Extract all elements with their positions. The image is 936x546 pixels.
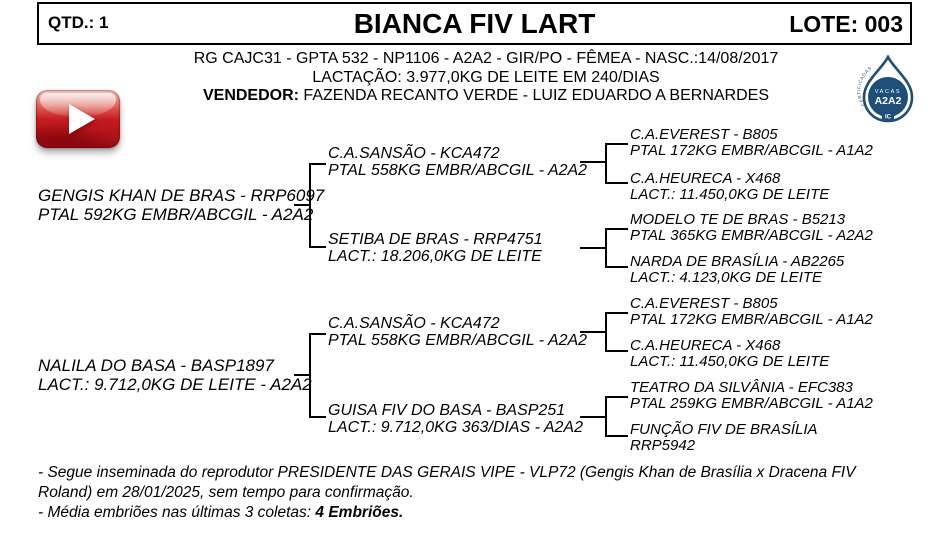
animal-detail: PTAL 558KG EMBR/ABCGIL - A2A2 <box>328 332 588 349</box>
animal-title: BIANCA FIV LART <box>353 8 596 39</box>
animal-name: MODELO TE DE BRAS - B5213 <box>630 211 846 228</box>
badge-ic-text: IC <box>885 115 892 121</box>
animal-name: C.A.SANSÃO - KCA472 <box>328 315 500 332</box>
vendor-label: VENDEDOR: <box>202 87 299 104</box>
animal-detail: LACT.: 9.712,0KG 363/DIAS - A2A2 <box>328 419 583 436</box>
badge-line2: A2A2 <box>875 95 902 107</box>
pedigree-entry-sire-dam: SETIBA DE BRAS - RRP4751 LACT.: 18.206,0… <box>328 231 543 265</box>
animal-detail: LACT.: 11.450,0KG DE LEITE <box>630 185 830 203</box>
animal-name: C.A.HEURECA - X468 <box>630 170 781 187</box>
lot-header-box: QTD.: 1 BIANCA FIV LART LOTE: 003 <box>37 2 912 45</box>
quantity-label: QTD.: 1 <box>48 13 109 32</box>
footer-notes: - Segue inseminada do reprodutor PRESIDE… <box>38 463 896 523</box>
animal-name: C.A.HEURECA - X468 <box>630 337 781 354</box>
animal-name: FUNÇÃO FIV DE BRASÍLIA <box>630 421 818 438</box>
pedigree-entry-g3-5: C.A.EVEREST - B805 PTAL 172KG EMBR/ABCGI… <box>630 296 873 327</box>
pedigree-entry-dam-dam: GUISA FIV DO BASA - BASP251 LACT.: 9.712… <box>328 402 583 436</box>
pedigree-entry-sire-sire: C.A.SANSÃO - KCA472 PTAL 558KG EMBR/ABCG… <box>328 145 587 179</box>
animal-name: NALILA DO BASA - BASP1897 <box>38 356 274 375</box>
lot-number-label: LOTE: 003 <box>789 11 903 37</box>
animal-detail: LACT.: 4.123,0KG DE LEITE <box>630 268 823 286</box>
badge-line1: VACAS <box>875 89 902 95</box>
bracket-sire-dam <box>580 228 628 268</box>
pedigree-entry-g3-3: MODELO TE DE BRAS - B5213 PTAL 365KG EMB… <box>630 212 873 243</box>
embryo-note-prefix: - Média embriões nas últimas 3 coletas: <box>38 504 316 521</box>
embryo-note: - Média embriões nas últimas 3 coletas: … <box>38 503 896 523</box>
animal-detail: LACT.: 11.450,0KG DE LEITE <box>630 352 830 370</box>
animal-name: GENGIS KHAN DE BRAS - RRP6097 <box>38 186 325 205</box>
insemination-note: - Segue inseminada do reprodutor PRESIDE… <box>38 464 856 501</box>
animal-name: NARDA DE BRASÍLIA - AB2265 <box>630 253 845 270</box>
pedigree-entry-g3-4: NARDA DE BRASÍLIA - AB2265 LACT.: 4.123,… <box>630 254 844 285</box>
bracket-sire-sire <box>580 143 628 184</box>
vacas-a2a2-badge-icon: CERTIFICADAS VACAS A2A2 IC <box>856 55 914 123</box>
animal-name: C.A.EVEREST - B805 <box>630 295 778 312</box>
animal-detail: PTAL 558KG EMBR/ABCGIL - A2A2 <box>328 162 588 179</box>
animal-detail: LACT.: 18.206,0KG DE LEITE <box>328 248 542 265</box>
badge-circle <box>868 77 908 117</box>
embryo-note-value: 4 Embriões. <box>315 504 404 521</box>
animal-name: C.A.EVEREST - B805 <box>630 126 778 143</box>
animal-name: C.A.SANSÃO - KCA472 <box>328 145 500 162</box>
animal-detail: LACT.: 9.712,0KG DE LEITE - A2A2 <box>38 375 312 394</box>
pedigree-entry-dam-sire: C.A.SANSÃO - KCA472 PTAL 558KG EMBR/ABCG… <box>328 315 587 349</box>
animal-detail: PTAL 259KG EMBR/ABCGIL - A1A2 <box>630 394 873 412</box>
registry-line: RG CAJC31 - GPTA 532 - NP1106 - A2A2 - G… <box>193 50 779 67</box>
pedigree-entry-g3-1: C.A.EVEREST - B805 PTAL 172KG EMBR/ABCGI… <box>630 127 873 158</box>
animal-detail: PTAL 172KG EMBR/ABCGIL - A1A2 <box>630 310 873 328</box>
animal-detail: PTAL 365KG EMBR/ABCGIL - A2A2 <box>630 226 873 244</box>
animal-name: GUISA FIV DO BASA - BASP251 <box>328 402 566 419</box>
animal-name: TEATRO DA SILVÂNIA - EFC383 <box>630 379 853 396</box>
animal-detail: PTAL 592KG EMBR/ABCGIL - A2A2 <box>38 205 314 224</box>
animal-info-block: RG CAJC31 - GPTA 532 - NP1106 - A2A2 - G… <box>36 50 936 106</box>
pedigree-entry-g3-8: FUNÇÃO FIV DE BRASÍLIA RRP5942 <box>630 422 818 453</box>
pedigree-entry-g3-6: C.A.HEURECA - X468 LACT.: 11.450,0KG DE … <box>630 338 829 369</box>
pedigree-entry-g3-7: TEATRO DA SILVÂNIA - EFC383 PTAL 259KG E… <box>630 380 873 411</box>
pedigree-entry-g3-2: C.A.HEURECA - X468 LACT.: 11.450,0KG DE … <box>630 171 829 202</box>
animal-name: SETIBA DE BRAS - RRP4751 <box>328 231 543 248</box>
video-play-button[interactable] <box>36 90 120 148</box>
play-icon <box>69 104 95 134</box>
animal-detail: RRP5942 <box>630 436 696 454</box>
bracket-dam-dam <box>580 396 628 437</box>
badge-ic-box <box>882 112 894 120</box>
bracket-dam-sire <box>580 312 628 352</box>
lactation-line: LACTAÇÃO: 3.977,0KG DE LEITE EM 240/DIAS <box>312 68 660 86</box>
vendor-line: VENDEDOR: FAZENDA RECANTO VERDE - LUIZ E… <box>36 87 936 106</box>
vendor-value: FAZENDA RECANTO VERDE - LUIZ EDUARDO A B… <box>298 87 770 104</box>
pedigree-entry-sire: GENGIS KHAN DE BRAS - RRP6097 PTAL 592KG… <box>38 186 324 224</box>
animal-detail: PTAL 172KG EMBR/ABCGIL - A1A2 <box>630 141 873 159</box>
pedigree-entry-dam: NALILA DO BASA - BASP1897 LACT.: 9.712,0… <box>38 356 312 394</box>
